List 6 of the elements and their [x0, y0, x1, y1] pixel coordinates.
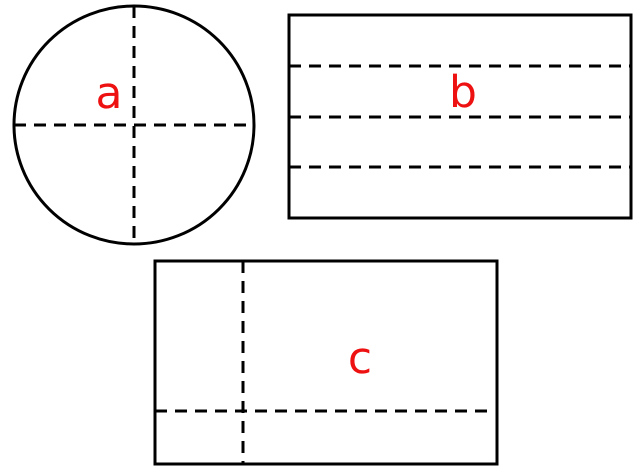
striped-rectangle	[289, 15, 631, 218]
shape-label: b	[449, 71, 477, 115]
quartered-circle	[14, 6, 254, 244]
shape-label: c	[348, 337, 372, 381]
divided-rectangle	[155, 261, 497, 464]
shape-label: a	[96, 72, 122, 116]
